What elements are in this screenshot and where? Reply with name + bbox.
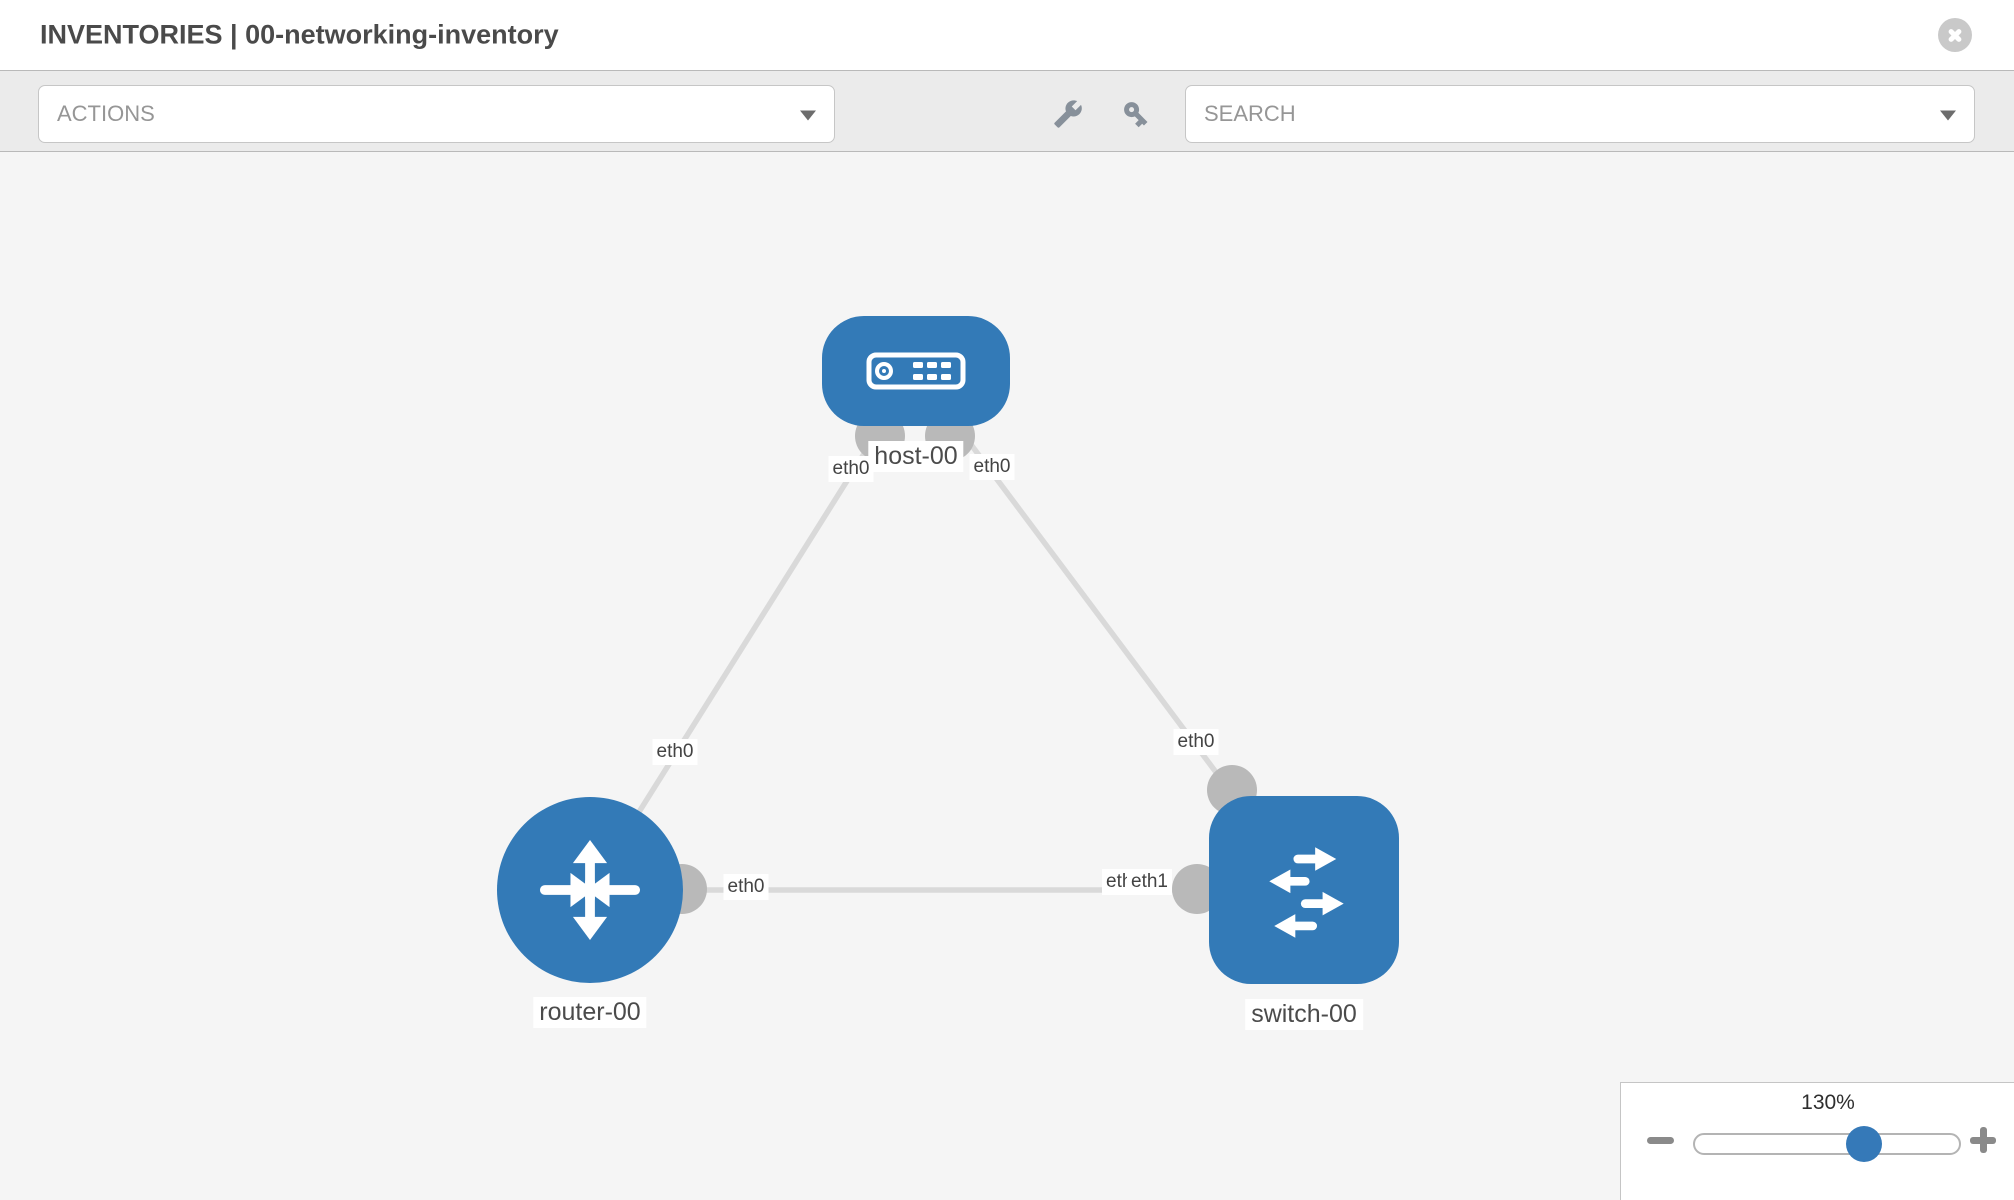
zoom-level-label: 130% <box>1801 1091 1855 1114</box>
port-label-router-eth0-up: eth0 <box>652 739 698 765</box>
router-icon <box>539 839 641 941</box>
node-label-host: host-00 <box>868 441 964 472</box>
actions-dropdown-label: ACTIONS <box>57 101 155 126</box>
search-dropdown[interactable]: SEARCH <box>1185 85 1975 143</box>
chevron-down-icon <box>1940 110 1956 121</box>
zoom-control-panel: 130% <box>1620 1082 2014 1200</box>
node-label-router: router-00 <box>533 997 647 1028</box>
search-dropdown-label: SEARCH <box>1204 101 1296 126</box>
port-label-router-eth0: eth0 <box>723 874 769 900</box>
close-icon <box>1938 18 1972 52</box>
actions-dropdown[interactable]: ACTIONS <box>38 85 835 143</box>
switch-icon <box>1269 847 1344 938</box>
key-icon[interactable] <box>1121 99 1151 129</box>
zoom-slider-track[interactable] <box>1693 1133 1961 1155</box>
topology-canvas[interactable]: host-00 router-00 switch-00 eth0 eth0 et… <box>0 152 2014 1200</box>
node-label-switch: switch-00 <box>1245 999 1363 1030</box>
host-icon <box>866 352 966 390</box>
zoom-slider-thumb[interactable] <box>1846 1126 1882 1162</box>
node-switch-00[interactable] <box>1209 796 1399 984</box>
close-button[interactable] <box>1938 18 1972 52</box>
toolbar: ACTIONS SEARCH <box>0 71 2014 152</box>
node-host-00[interactable] <box>822 316 1010 426</box>
port-label-switch-eth0-top: eth0 <box>1173 729 1219 755</box>
chevron-down-icon <box>800 110 816 121</box>
zoom-out-button[interactable] <box>1647 1137 1674 1144</box>
port-label-switch-eth1: eth1 <box>1127 869 1172 895</box>
header: INVENTORIES | 00-networking-inventory <box>0 0 2014 71</box>
topology-links-layer <box>587 369 1307 914</box>
zoom-in-button[interactable] <box>1970 1127 1996 1153</box>
node-router-00[interactable] <box>497 797 683 983</box>
port-label-host-eth0-right: eth0 <box>969 454 1015 480</box>
wrench-icon[interactable] <box>1053 99 1083 129</box>
port-label-host-eth0-left: eth0 <box>828 456 874 482</box>
page-title: INVENTORIES | 00-networking-inventory <box>40 19 559 50</box>
